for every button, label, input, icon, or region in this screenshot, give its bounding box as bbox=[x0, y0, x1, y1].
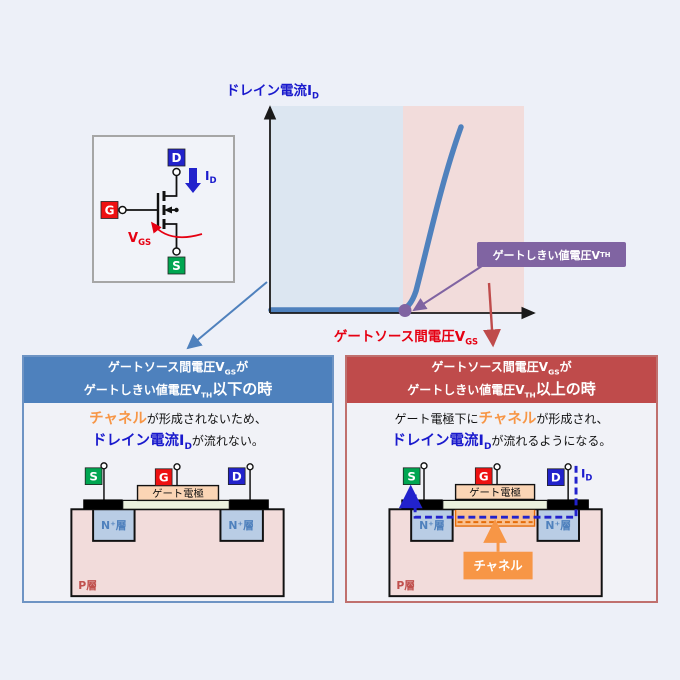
n-plus-left bbox=[410, 508, 454, 542]
gate-electrode-label: ゲート電極 bbox=[152, 487, 204, 500]
threshold-point bbox=[398, 304, 412, 317]
source-wire bbox=[164, 223, 178, 248]
below-threshold-header-line1: ゲートソース間電圧VGSが bbox=[107, 360, 249, 377]
source-terminal-label: S bbox=[407, 470, 416, 484]
source-terminal-badge bbox=[167, 256, 186, 275]
note-line2: ドレイン電流IDが流れるようになる。 bbox=[391, 433, 612, 453]
body-source-junction bbox=[174, 207, 179, 213]
gate-terminal-badge bbox=[100, 201, 119, 219]
channel-callout-label: チャネル bbox=[473, 559, 523, 573]
gate-node bbox=[493, 463, 501, 471]
drain-terminal-label: D bbox=[172, 151, 182, 165]
drain-node bbox=[246, 463, 254, 471]
drain-current-label: ID bbox=[581, 467, 592, 483]
drain-wire bbox=[164, 175, 178, 197]
below-threshold-header-line2: ゲートしきい値電圧VTH以下の時 bbox=[83, 380, 273, 400]
drain-contact bbox=[547, 499, 589, 510]
above-threshold-header-line2: ゲートしきい値電圧VTH以上の時 bbox=[407, 380, 596, 400]
n-plus-right-label: N⁺層 bbox=[228, 519, 254, 532]
source-contact bbox=[401, 499, 443, 510]
drain-current-label: ID bbox=[205, 169, 217, 186]
gate-terminal-badge bbox=[154, 468, 173, 486]
vgs-label: VGS bbox=[128, 231, 151, 248]
gate-oxide bbox=[122, 499, 230, 510]
n-plus-right bbox=[536, 508, 580, 542]
above-threshold-note: ゲート電極下にチャネルが形成され、 ドレイン電流IDが流れるようになる。 bbox=[347, 408, 656, 455]
drain-terminal-badge bbox=[547, 468, 565, 486]
drain-contact bbox=[229, 499, 269, 510]
below-threshold-note: チャネルが形成されないため、 ドレイン電流IDが流れない。 bbox=[24, 408, 332, 455]
above-threshold-header-line1: ゲートソース間電圧VGSが bbox=[431, 360, 572, 377]
n-plus-left-label: N⁺層 bbox=[419, 519, 445, 532]
y-axis-label: ドレイン電流ID bbox=[226, 83, 319, 101]
drain-terminal-badge bbox=[167, 148, 186, 167]
gate-terminal-badge bbox=[474, 467, 493, 485]
source-terminal-label: S bbox=[89, 470, 98, 484]
mosfet-cross-section-off: N⁺層 N⁺層 P層 ゲート電極 S G D bbox=[70, 462, 285, 598]
source-node bbox=[100, 462, 108, 470]
n-plus-left-label: N⁺層 bbox=[101, 519, 127, 532]
mosfet-symbol: D G S ID bbox=[100, 148, 217, 275]
mosfet-symbol-box: D G S ID bbox=[92, 135, 235, 283]
below-threshold-panel: ゲートソース間電圧VGSが ゲートしきい値電圧VTH以下の時 チャネルが形成され… bbox=[22, 355, 334, 603]
channel-callout-box bbox=[463, 551, 533, 580]
gate-electrode-label: ゲート電極 bbox=[469, 486, 521, 499]
n-plus-right-label: N⁺層 bbox=[545, 519, 571, 532]
above-threshold-panel: ゲートソース間電圧VGSが ゲートしきい値電圧VTH以上の時 ゲート電極下にチャ… bbox=[345, 355, 658, 603]
p-layer-label: P層 bbox=[78, 579, 97, 592]
n-plus-right bbox=[219, 508, 264, 542]
drain-terminal-label: D bbox=[551, 471, 561, 485]
source-terminal-label: S bbox=[172, 259, 181, 273]
note-line2: ドレイン電流IDが流れない。 bbox=[92, 433, 264, 453]
source-contact bbox=[83, 499, 123, 510]
mosfet-cross-section-on: N⁺層 N⁺層 P層 ゲート電極 ID チャネル bbox=[388, 462, 603, 598]
note-line1: チャネルが形成されないため、 bbox=[89, 411, 267, 427]
x-axis-label: ゲートソース間電圧VGS bbox=[333, 329, 479, 347]
body-arrowhead bbox=[164, 206, 172, 214]
source-node bbox=[420, 462, 428, 470]
drain-node bbox=[564, 463, 572, 471]
drain-current-arrow bbox=[185, 168, 201, 193]
region-below-threshold bbox=[271, 106, 403, 313]
drain-terminal-label: D bbox=[232, 470, 242, 484]
gate-node bbox=[173, 463, 181, 471]
gate-electrode bbox=[454, 483, 536, 501]
id-vgs-graph bbox=[263, 105, 536, 320]
drain-node bbox=[172, 167, 181, 177]
gate-terminal-label: G bbox=[159, 471, 169, 485]
n-plus-left bbox=[92, 508, 136, 542]
above-threshold-header: ゲートソース間電圧VGSが ゲートしきい値電圧VTH以上の時 bbox=[347, 357, 656, 403]
source-terminal-badge bbox=[402, 467, 421, 485]
gate-terminal-label: G bbox=[479, 470, 489, 484]
source-terminal-badge bbox=[84, 467, 103, 485]
gate-electrode bbox=[136, 484, 220, 502]
gate-terminal-label: G bbox=[105, 204, 115, 218]
below-threshold-header: ゲートソース間電圧VGSが ゲートしきい値電圧VTH以下の時 bbox=[24, 357, 332, 403]
note-line1: ゲート電極下にチャネルが形成され、 bbox=[394, 411, 609, 427]
gate-oxide bbox=[442, 499, 548, 510]
source-node bbox=[172, 247, 181, 256]
p-layer-label: P層 bbox=[396, 579, 415, 592]
gate-node bbox=[118, 205, 127, 215]
vgs-arrow bbox=[150, 221, 203, 238]
drain-terminal-badge bbox=[227, 467, 246, 485]
